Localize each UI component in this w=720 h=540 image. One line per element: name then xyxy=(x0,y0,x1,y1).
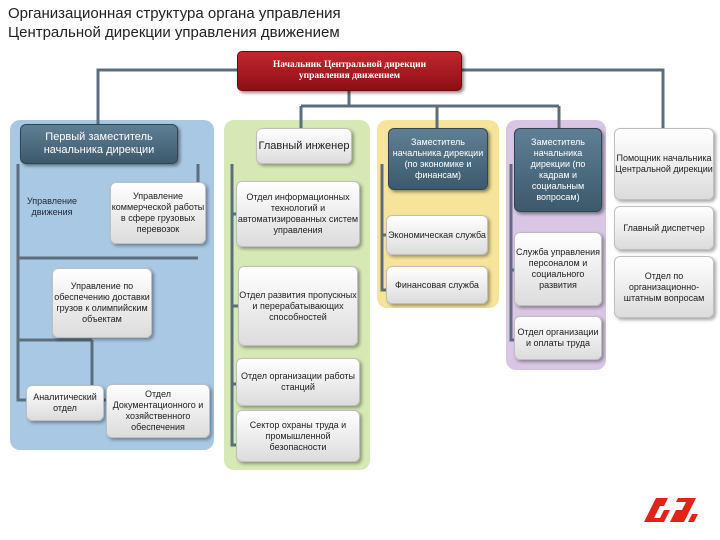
analytics-box[interactable]: Аналитический отдел xyxy=(26,385,104,421)
olympic-delivery-label: Управление по обеспечению доставки грузо… xyxy=(54,281,150,324)
it-department-label: Отдел информационных технологий и автома… xyxy=(237,192,359,235)
financial-service-label: Финансовая служба xyxy=(395,279,479,290)
economic-service-box[interactable]: Экономическая служба xyxy=(386,215,488,255)
hr-service-label: Служба управления персоналом и социально… xyxy=(515,247,600,290)
labor-safety-label: Сектор охраны труда и промышленной безоп… xyxy=(249,419,347,452)
first-deputy-box[interactable]: Первый заместитель начальника дирекции xyxy=(20,124,178,164)
stations-department-label: Отдел организации работы станций xyxy=(240,371,356,392)
commercial-management-box[interactable]: Управление коммерческой работы в сфере г… xyxy=(110,182,206,244)
commercial-management-label: Управление коммерческой работы в сфере г… xyxy=(111,191,205,234)
chief-engineer-box[interactable]: Главный инженер xyxy=(256,128,352,164)
first-deputy-label: Первый заместитель начальника дирекции xyxy=(43,131,155,156)
capacity-department-box[interactable]: Отдел развития пропускных и перерабатыва… xyxy=(238,266,358,346)
it-department-box[interactable]: Отдел информационных технологий и автома… xyxy=(236,181,360,247)
staffing-department-box[interactable]: Отдел по организационно-штатным вопросам xyxy=(614,256,714,318)
assistant-label: Помощник начальника Центральной дирекции xyxy=(615,153,713,174)
documentation-label: Отдел Документационного и хозяйственного… xyxy=(112,389,204,432)
traffic-management-label: Управление движения xyxy=(26,196,78,217)
economics-deputy-label: Заместитель начальника дирекции (по экон… xyxy=(392,137,484,180)
labor-payment-box[interactable]: Отдел организации и оплаты труда xyxy=(514,316,602,360)
capacity-department-label: Отдел развития пропускных и перерабатыва… xyxy=(239,289,357,322)
chief-engineer-label: Главный инженер xyxy=(258,139,350,152)
hr-deputy-label: Заместитель начальника дирекции (по кадр… xyxy=(530,137,586,202)
hr-service-box[interactable]: Служба управления персоналом и социально… xyxy=(514,232,602,306)
documentation-box[interactable]: Отдел Документационного и хозяйственного… xyxy=(106,384,210,438)
stations-department-box[interactable]: Отдел организации работы станций xyxy=(236,358,360,406)
hr-deputy-box[interactable]: Заместитель начальника дирекции (по кадр… xyxy=(514,128,602,212)
rzd-logo-icon xyxy=(636,492,702,531)
olympic-delivery-box[interactable]: Управление по обеспечению доставки грузо… xyxy=(52,268,152,338)
assistant-box[interactable]: Помощник начальника Центральной дирекции xyxy=(614,128,714,200)
page-title-line-2: Центральной дирекции управления движение… xyxy=(8,24,340,41)
head-line-2: управления движением xyxy=(298,71,401,81)
economic-service-label: Экономическая служба xyxy=(388,229,486,240)
page-title: Организационная структура органа управле… xyxy=(8,4,341,42)
page-title-line-1: Организационная структура органа управле… xyxy=(8,5,341,22)
analytics-label: Аналитический отдел xyxy=(33,392,97,413)
chief-dispatcher-box[interactable]: Главный диспетчер xyxy=(614,206,714,250)
head-line-1: Начальник Центральной дирекции xyxy=(272,60,427,70)
traffic-management-box[interactable]: Управление движения xyxy=(14,185,90,229)
financial-service-box[interactable]: Финансовая служба xyxy=(386,266,488,304)
economics-deputy-box[interactable]: Заместитель начальника дирекции (по экон… xyxy=(388,128,488,190)
chief-dispatcher-label: Главный диспетчер xyxy=(623,222,705,233)
head-box[interactable]: Начальник Центральной дирекции управлени… xyxy=(237,51,462,91)
labor-payment-label: Отдел организации и оплаты труда xyxy=(517,327,599,348)
labor-safety-box[interactable]: Сектор охраны труда и промышленной безоп… xyxy=(236,410,360,462)
staffing-department-label: Отдел по организационно-штатным вопросам xyxy=(623,270,705,303)
